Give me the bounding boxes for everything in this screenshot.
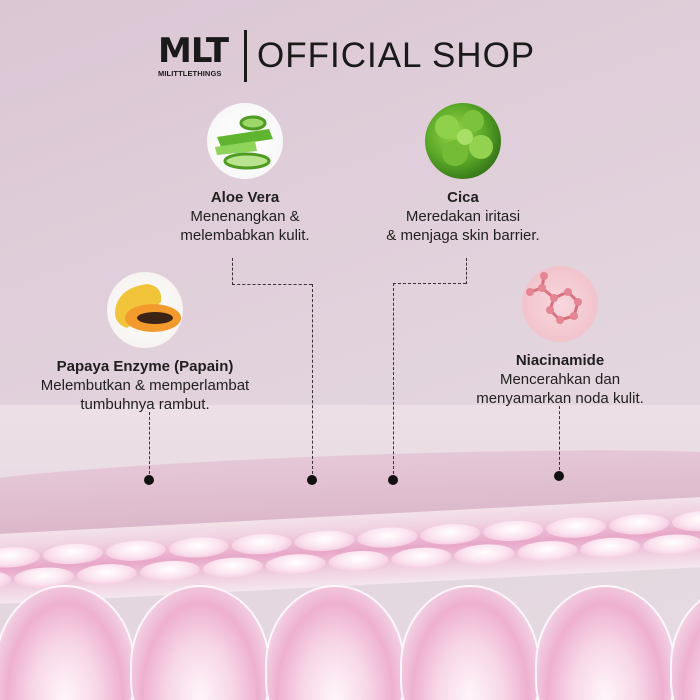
brand-logo: MLT MILITTLETHINGS [158,31,229,78]
brand-header: MLT MILITTLETHINGS OFFICIAL SHOP [158,30,535,82]
marker-dot-papaya [144,475,154,485]
connector-aloe-vera [232,258,233,285]
marker-dot-niacinamide [554,471,564,481]
molecule-icon [522,266,598,342]
ingredient-cica: Cica Meredakan iritasi & menjaga skin ba… [373,103,553,245]
connector-aloe-vera [232,284,312,285]
ingredient-description: Melembutkan & memperlambat [40,377,250,394]
ingredient-description: Mencerahkan dan [499,371,621,388]
ingredient-description: & menjaga skin barrier. [386,227,540,244]
logo-subtitle: MILITTLETHINGS [158,69,222,78]
logo-mark: MLT [158,31,229,71]
papaya-icon [107,272,183,348]
ingredient-description: Meredakan iritasi [405,208,521,225]
connector-cica [393,283,394,474]
marker-dot-aloe-vera [307,475,317,485]
cica-leaf-icon [425,103,501,179]
connector-aloe-vera [312,284,313,474]
hair-follicle-bubbles [0,585,700,700]
ingredient-description: menyamarkan noda kulit. [476,390,644,407]
ingredient-description: tumbuhnya rambut. [80,396,210,413]
ingredient-name: Cica [447,189,479,206]
ingredient-papaya: Papaya Enzyme (Papain) Melembutkan & mem… [10,272,280,414]
page-title: OFFICIAL SHOP [257,36,536,75]
aloe-vera-icon [207,103,283,179]
ingredient-niacinamide: Niacinamide Mencerahkan dan menyamarkan … [440,266,680,408]
connector-cica [393,283,466,284]
ingredient-description: Menenangkan & [190,208,300,225]
connector-cica [466,258,467,284]
ingredient-name: Aloe Vera [210,189,280,206]
header-divider [244,30,247,82]
ingredient-name: Papaya Enzyme (Papain) [56,358,234,375]
connector-niacinamide [559,406,560,470]
ingredient-aloe-vera: Aloe Vera Menenangkan & melembabkan kuli… [155,103,335,245]
ingredient-description: melembabkan kulit. [180,227,310,244]
ingredient-name: Niacinamide [515,352,605,369]
connector-papaya [149,412,150,474]
marker-dot-cica [388,475,398,485]
